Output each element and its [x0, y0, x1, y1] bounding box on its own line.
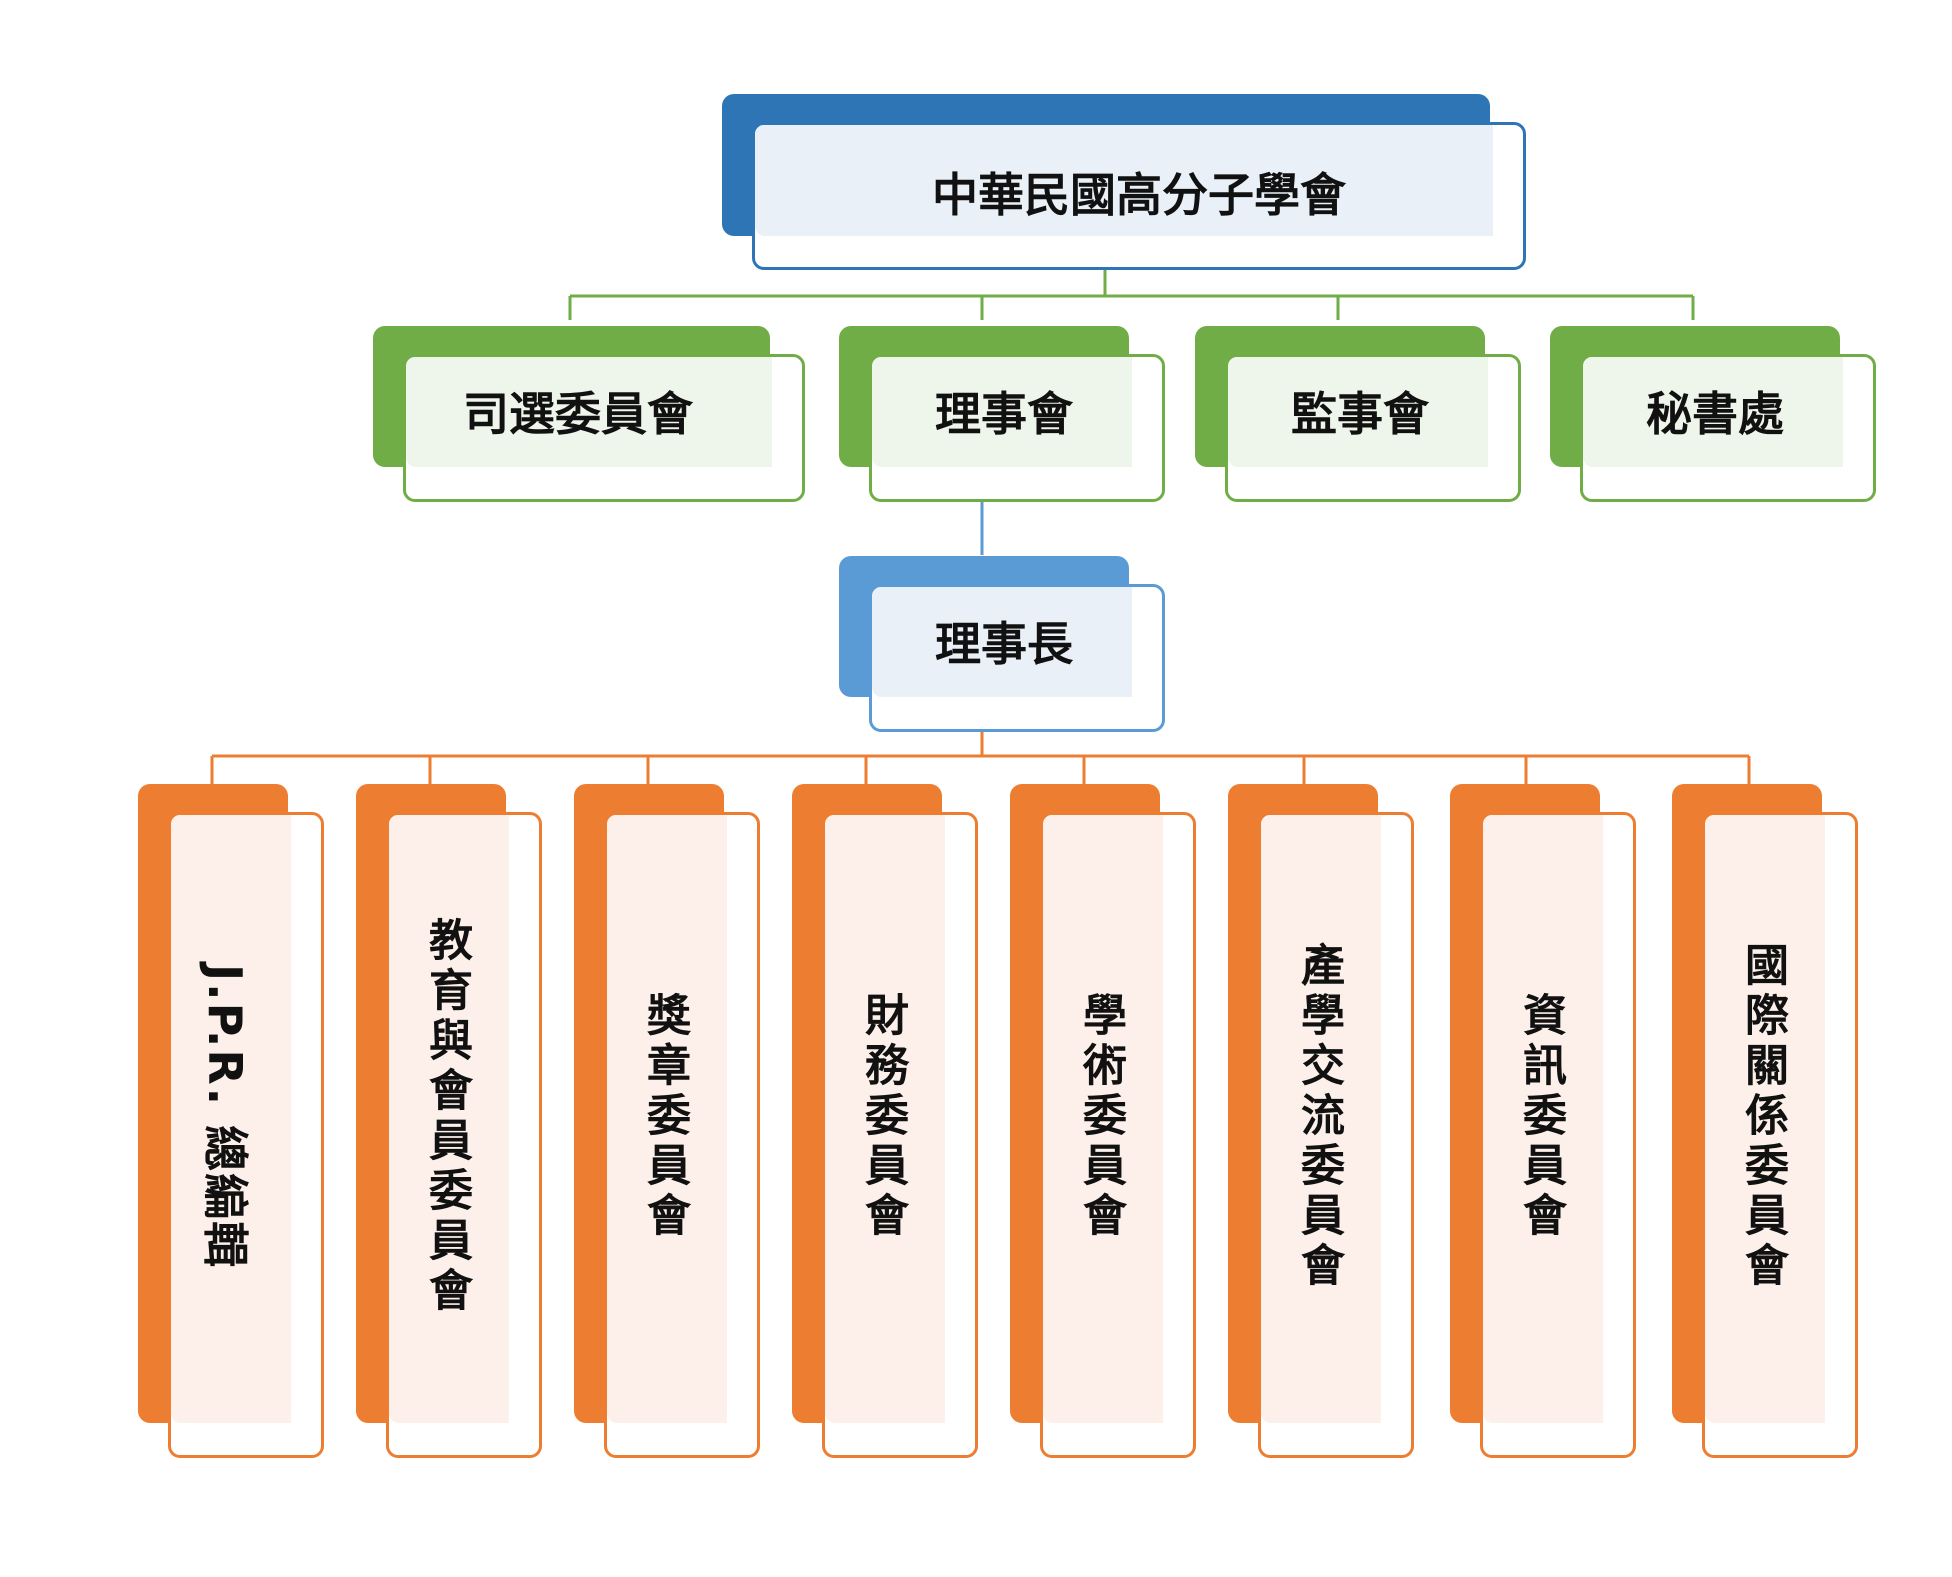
node-selection-committee-label: 司選委員會 — [463, 387, 693, 441]
root-to-level2-connectors — [568, 240, 1695, 320]
node-board-of-directors-label: 理事會 — [935, 387, 1073, 441]
node-finance-committee-label: 財務委員會 — [857, 992, 908, 1242]
root-node: 中華民國高分子學會 — [722, 94, 1526, 270]
node-board-of-directors: 理事會 — [839, 326, 1165, 502]
node-chairperson-label: 理事長 — [935, 617, 1073, 671]
node-jpr-editor-label: J.P.R. 總編輯 — [198, 964, 252, 1270]
node-industry-academia-committee: 產學交流委員會 — [1228, 784, 1414, 1458]
node-academic-committee-label: 學術委員會 — [1075, 992, 1126, 1242]
node-board-of-supervisors: 監事會 — [1195, 326, 1521, 502]
node-awards-committee: 獎章委員會 — [574, 784, 760, 1458]
node-chairperson: 理事長 — [839, 556, 1165, 732]
node-education-membership-committee-label: 教育與會員委員會 — [421, 917, 472, 1317]
node-international-relations-committee: 國際關係委員會 — [1672, 784, 1858, 1458]
node-secretariat: 秘書處 — [1550, 326, 1876, 502]
node-awards-committee-label: 獎章委員會 — [639, 992, 690, 1242]
node-jpr-editor: J.P.R. 總編輯 — [138, 784, 324, 1458]
node-information-committee: 資訊委員會 — [1450, 784, 1636, 1458]
node-selection-committee: 司選委員會 — [373, 326, 805, 502]
node-secretariat-label: 秘書處 — [1646, 387, 1784, 441]
chair-to-committees-connectors — [210, 700, 1751, 784]
root-label: 中華民國高分子學會 — [932, 168, 1346, 222]
node-international-relations-committee-label: 國際關係委員會 — [1737, 942, 1788, 1292]
node-industry-academia-committee-label: 產學交流委員會 — [1293, 942, 1344, 1292]
node-board-of-supervisors-label: 監事會 — [1291, 387, 1429, 441]
root-node-front — [752, 122, 1526, 270]
node-finance-committee: 財務委員會 — [792, 784, 978, 1458]
node-academic-committee: 學術委員會 — [1010, 784, 1196, 1458]
node-information-committee-label: 資訊委員會 — [1515, 992, 1566, 1242]
node-education-membership-committee: 教育與會員委員會 — [356, 784, 542, 1458]
